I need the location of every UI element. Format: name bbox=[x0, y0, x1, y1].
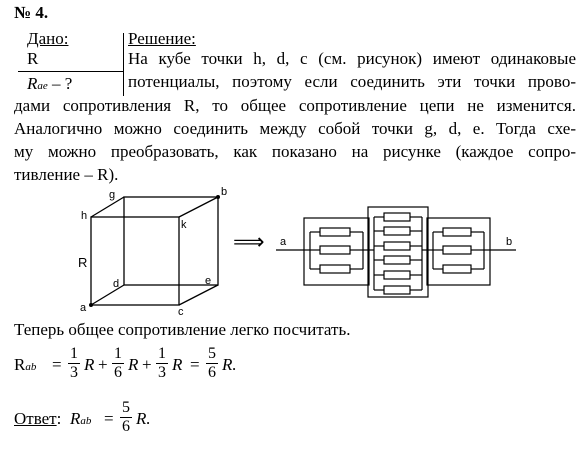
cube-label-c: c bbox=[178, 306, 184, 316]
circuit-diagram: a b bbox=[276, 206, 516, 298]
given-label: Дано: bbox=[27, 29, 69, 48]
find-line: Rae – ? bbox=[27, 74, 73, 93]
solution-line-4: Аналогично можно соединить между собой т… bbox=[14, 119, 576, 138]
solution-line-1: На кубе точки h, d, c (см. рисунок) имею… bbox=[128, 49, 576, 68]
cube-label-k: k bbox=[181, 219, 187, 231]
cube-label-h: h bbox=[81, 210, 87, 222]
cube-label-R: R bbox=[78, 255, 87, 270]
given-value: R bbox=[27, 49, 39, 68]
table-vertical-line bbox=[123, 33, 124, 96]
circuit-label-a: a bbox=[280, 236, 287, 248]
transform-arrow: ⟹ bbox=[233, 230, 265, 255]
solution-line-6: тивление – R). bbox=[14, 165, 119, 184]
given-divider bbox=[18, 71, 123, 72]
formula-eq: = bbox=[52, 355, 62, 374]
circuit-label-b: b bbox=[506, 236, 512, 248]
solution-label: Решение: bbox=[128, 29, 196, 48]
solution-line-5: му можно преобразовать, как показано на … bbox=[14, 142, 576, 161]
solution-line-3: дами сопротивления R, то общее сопротивл… bbox=[14, 96, 576, 115]
cube-diagram: g b h k R d e a c bbox=[78, 186, 227, 316]
cube-label-b: b bbox=[221, 186, 227, 198]
cube-label-d: d bbox=[113, 278, 119, 290]
cube-label-a: a bbox=[80, 302, 87, 314]
answer-lhs: Rab bbox=[70, 409, 92, 428]
cube-label-g: g bbox=[109, 189, 115, 201]
cube-back-face bbox=[123, 196, 219, 286]
problem-number: № 4. bbox=[14, 3, 49, 22]
cube-label-e: e bbox=[205, 275, 211, 287]
after-figure-text: Теперь общее сопротивление легко посчита… bbox=[14, 320, 351, 339]
formula-lhs: Rab bbox=[14, 355, 37, 374]
solution-line-2: потенциалы, поэтому если соединить эти т… bbox=[128, 72, 576, 91]
answer-label: Ответ: bbox=[14, 409, 62, 428]
cube-front-face bbox=[90, 216, 180, 306]
